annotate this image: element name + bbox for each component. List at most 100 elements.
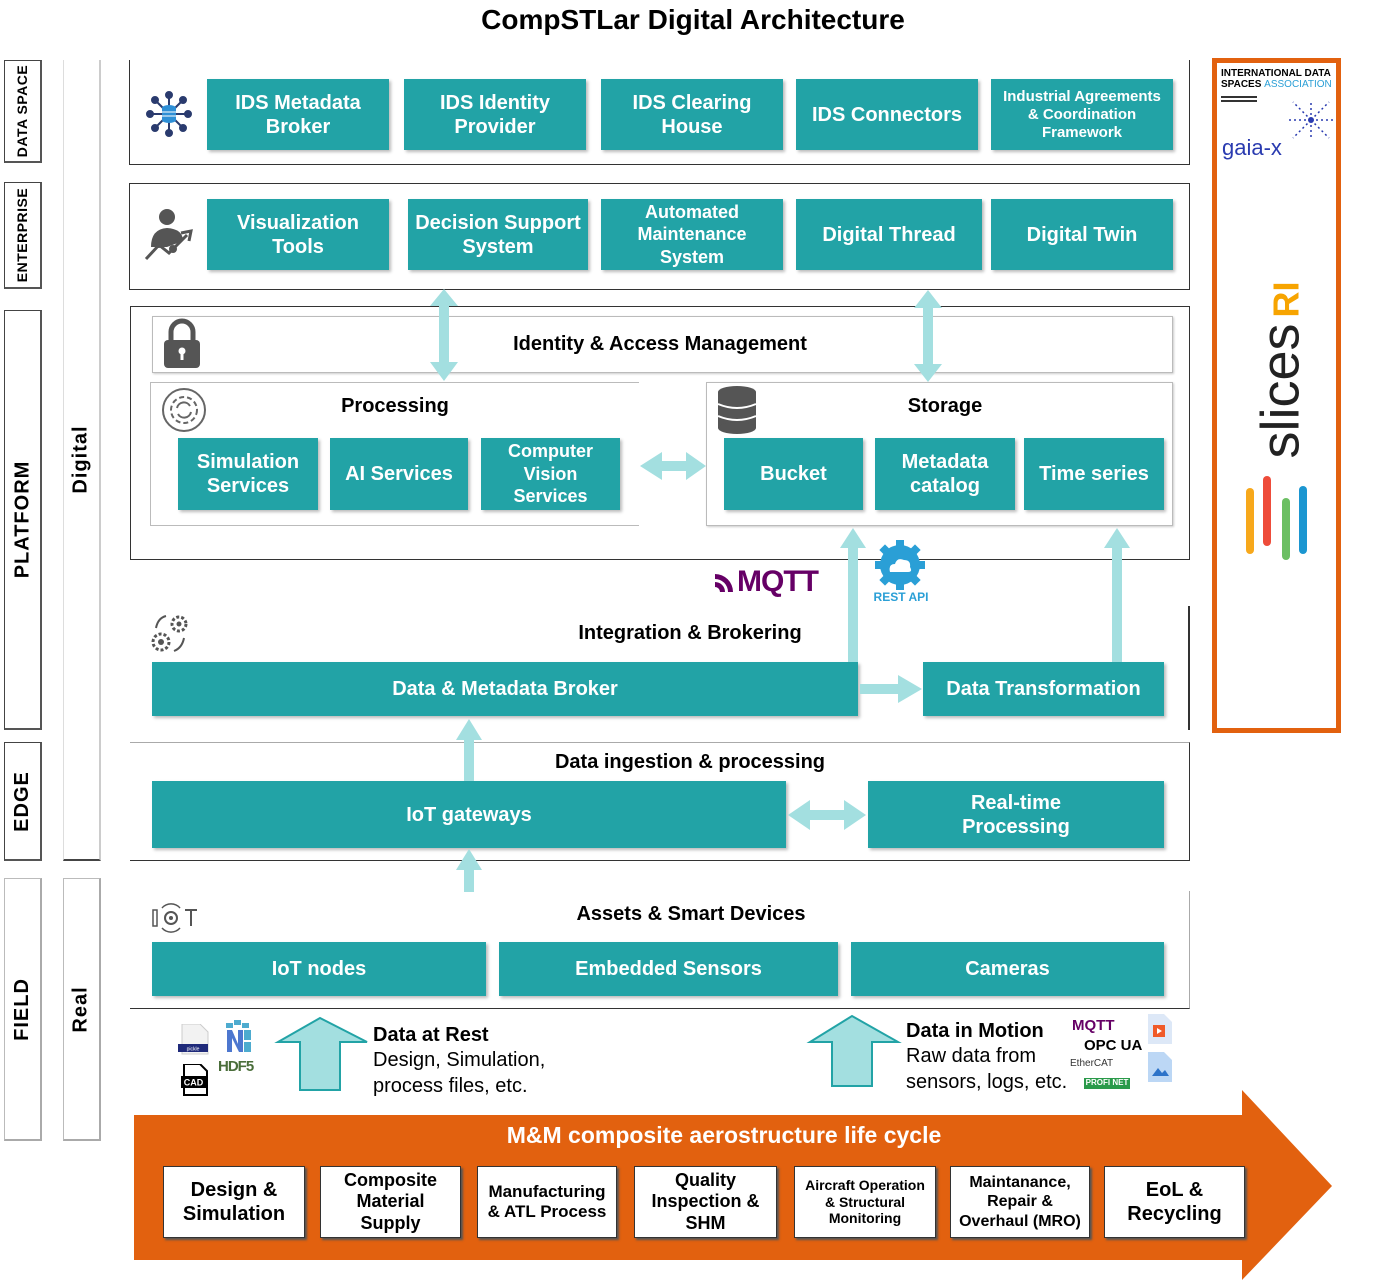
slices-bars-icon (1246, 476, 1307, 560)
lock-icon (162, 318, 202, 370)
idsa-line2: SPACES ASSOCIATION (1221, 78, 1333, 91)
iot-gateways[interactable]: IoT gateways (152, 781, 786, 848)
arrow-enterprise-processing (430, 289, 458, 381)
real-time-processing[interactable]: Real-time Processing (868, 781, 1164, 848)
arrow-data-at-rest (274, 1016, 368, 1091)
arrow-processing-storage (640, 452, 706, 480)
layer-label-platform: PLATFORM (4, 310, 42, 730)
ids-identity-provider[interactable]: IDS Identity Provider (404, 79, 586, 150)
iam-label: Identity & Access Management (513, 333, 807, 355)
visualization-tools[interactable]: Visualization Tools (207, 199, 389, 270)
ids-clearing-house[interactable]: IDS Clearing House (601, 79, 783, 150)
stage-eol-recycling[interactable]: EoL & Recycling (1104, 1166, 1245, 1238)
storage-label: Storage (907, 395, 983, 417)
automated-maintenance-system[interactable]: Automated Maintenance System (601, 199, 783, 270)
iot-icon (151, 903, 199, 935)
industrial-agreements-framework[interactable]: Industrial Agreements & Coordination Fra… (991, 79, 1173, 150)
arrow-data-in-motion (806, 1014, 902, 1087)
gaiax-logo: gaia-x (1222, 135, 1282, 160)
gears-icon (148, 610, 194, 656)
layer-label-field: FIELD (4, 878, 42, 1141)
arrow-enterprise-storage (914, 290, 942, 382)
data-network-icon (146, 91, 192, 137)
analytics-person-icon (143, 207, 197, 265)
data-at-rest-line2: process files, etc. (373, 1075, 528, 1097)
arrow-gateways-broker (456, 719, 482, 781)
idsa-line1: INTERNATIONAL DATA (1221, 68, 1331, 79)
arrow-gateways-realtime (788, 800, 866, 830)
embedded-sensors[interactable]: Embedded Sensors (499, 942, 838, 996)
stage-manufacturing-atl[interactable]: Manufacturing & ATL Process (477, 1166, 617, 1238)
edge-label: Data ingestion & processing (554, 751, 826, 773)
slices-ri-text: RI (1266, 281, 1307, 318)
mqtt-small-logo: MQTT (1072, 1017, 1115, 1034)
computer-vision-services[interactable]: Computer Vision Services (481, 438, 620, 510)
integration-frame-edge (1188, 606, 1190, 730)
layer-label-data-space: DATA SPACE (4, 60, 42, 163)
image-file-icon (1148, 1052, 1172, 1082)
stage-composite-material-supply[interactable]: Composite Material Supply (320, 1166, 461, 1238)
lifecycle-title: M&M composite aerostructure life cycle (506, 1122, 942, 1148)
arrow-broker-transformation (860, 675, 922, 703)
bucket[interactable]: Bucket (724, 438, 863, 510)
page-title: CompSTLar Digital Architecture (481, 4, 905, 35)
iot-nodes[interactable]: IoT nodes (152, 942, 486, 996)
edge-layer (130, 742, 1190, 861)
cameras[interactable]: Cameras (851, 942, 1164, 996)
domain-label-real: Real (63, 878, 101, 1141)
digital-thread[interactable]: Digital Thread (796, 199, 982, 270)
iam-panel (152, 316, 1173, 373)
processing-label: Processing (341, 395, 449, 417)
stage-design-simulation[interactable]: Design & Simulation (163, 1166, 305, 1238)
layer-label-enterprise: ENTERPRISE (4, 182, 42, 289)
decision-support-system[interactable]: Decision Support System (408, 199, 588, 270)
rest-api-gear-icon (870, 540, 930, 590)
time-series[interactable]: Time series (1024, 438, 1164, 510)
data-transformation[interactable]: Data Transformation (923, 662, 1164, 716)
video-file-icon (1148, 1014, 1172, 1044)
svg-text:pickle: pickle (187, 1047, 200, 1053)
profinet-logo: PROFI NET (1084, 1078, 1130, 1089)
metadata-catalog[interactable]: Metadata catalog (875, 438, 1015, 510)
partners-panel (1212, 58, 1341, 733)
arrow-field-gateways (456, 849, 482, 892)
ids-connectors[interactable]: IDS Connectors (796, 79, 978, 150)
idsa-line2a: SPACES (1221, 78, 1265, 90)
data-metadata-broker[interactable]: Data & Metadata Broker (152, 662, 858, 716)
numpy-icon (224, 1020, 258, 1054)
stage-quality-inspection-shm[interactable]: Quality Inspection & SHM (634, 1166, 777, 1238)
ai-services[interactable]: AI Services (330, 438, 468, 510)
ids-metadata-broker[interactable]: IDS Metadata Broker (207, 79, 389, 150)
domain-label-digital: Digital (63, 60, 101, 861)
data-in-motion-line1: Raw data from (906, 1045, 1037, 1067)
mqtt-text: MQTT (737, 565, 819, 598)
database-icon (716, 385, 758, 435)
gear-cycle-icon (160, 386, 208, 434)
data-in-motion-title: Data in Motion (906, 1020, 1044, 1042)
idsa-rule-2 (1221, 100, 1257, 102)
arrow-broker-bucket (840, 528, 866, 662)
field-label: Assets & Smart Devices (576, 903, 806, 925)
slices-logo: slicesRI (1226, 280, 1336, 460)
opcua-logo: OPC UA (1084, 1037, 1143, 1054)
idsa-line2b: ASSOCIATION (1264, 78, 1332, 90)
data-at-rest-title: Data at Rest (373, 1024, 489, 1046)
pickle-file-icon: pickle (178, 1024, 212, 1056)
simulation-services[interactable]: Simulation Services (178, 438, 318, 510)
mqtt-logo: MQTT (713, 565, 837, 599)
idsa-rule-1 (1221, 96, 1257, 98)
stage-aircraft-operation[interactable]: Aircraft Operation & Structural Monitori… (794, 1166, 936, 1238)
arrow-transformation-timeseries (1104, 528, 1130, 662)
hdf5-logo: HDF5 (218, 1058, 254, 1075)
rest-api-label: REST API (873, 590, 929, 604)
digital-twin[interactable]: Digital Twin (991, 199, 1173, 270)
svg-text:CAD: CAD (184, 1078, 204, 1088)
data-at-rest-line1: Design, Simulation, (373, 1049, 546, 1071)
stage-mro[interactable]: Maintanance, Repair & Overhaul (MRO) (950, 1166, 1090, 1238)
cad-file-icon: CAD (180, 1064, 210, 1096)
integration-label: Integration & Brokering (578, 622, 802, 644)
idsa-logo: INTERNATIONAL DATA SPACES ASSOCIATION (1221, 68, 1333, 91)
mqtt-signal-icon (715, 574, 733, 592)
field-layer (130, 891, 1190, 1009)
